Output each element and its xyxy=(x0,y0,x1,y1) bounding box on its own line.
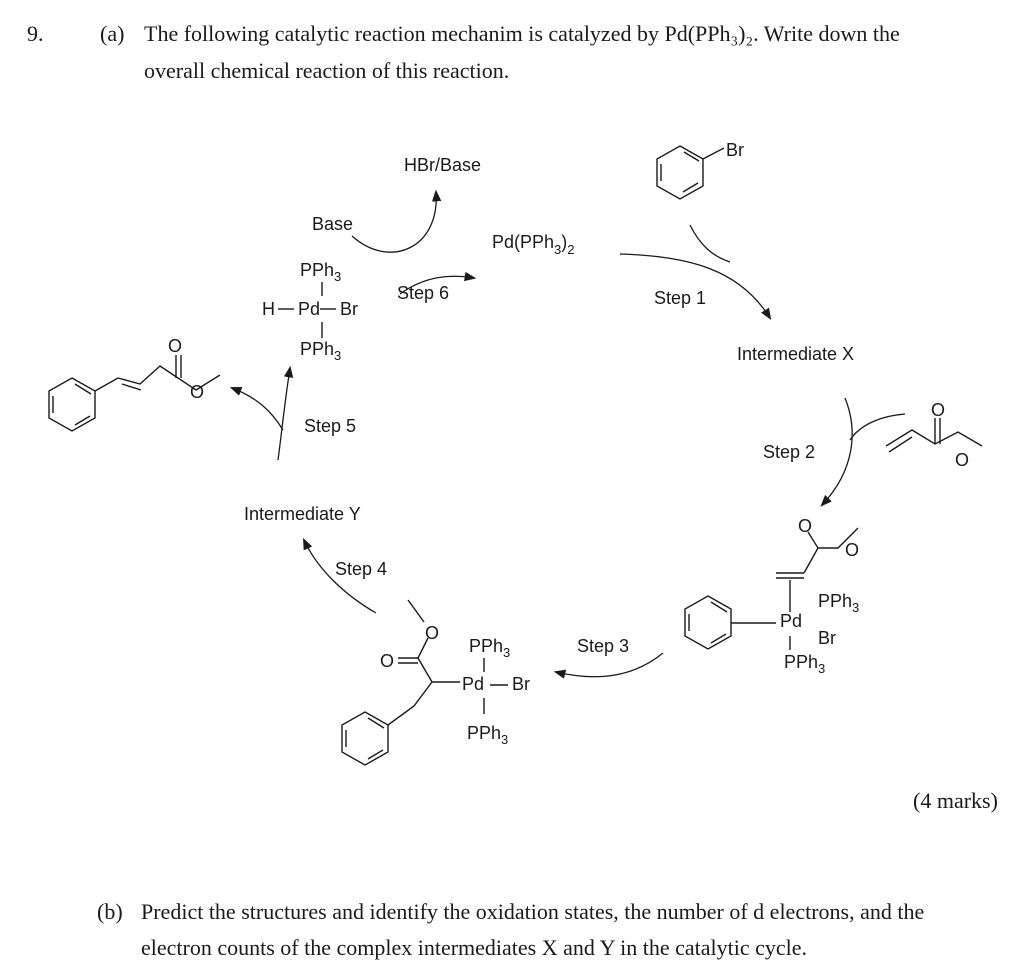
step3-label: Step 3 xyxy=(577,636,629,656)
svg-text:H: H xyxy=(262,299,275,319)
step6-base-arrow xyxy=(351,189,442,253)
bromobenzene-structure: Br xyxy=(656,140,744,200)
svg-text:O: O xyxy=(931,400,945,420)
hbr-base-label: HBr/Base xyxy=(404,155,481,175)
svg-text:O: O xyxy=(380,651,394,671)
methyl-acrylate-structure: O O xyxy=(885,400,983,470)
step4-arrow xyxy=(303,537,377,614)
svg-text:Br: Br xyxy=(818,628,836,648)
step1-arrow xyxy=(619,253,772,320)
svg-text:Pd: Pd xyxy=(462,674,484,694)
step5-label: Step 5 xyxy=(304,416,356,436)
svg-text:Br: Br xyxy=(726,140,744,160)
part-b-line2: electron counts of the complex intermedi… xyxy=(141,935,808,960)
svg-text:PPh3: PPh3 xyxy=(469,636,510,660)
svg-text:O: O xyxy=(955,450,969,470)
hydrido-pd-complex-structure: PPh3 H Pd Br PPh3 xyxy=(262,260,358,363)
part-a-line1: The following catalytic reaction mechani… xyxy=(144,21,900,46)
svg-text:PPh3: PPh3 xyxy=(784,652,825,676)
step2-label: Step 2 xyxy=(763,442,815,462)
step5-product-arrow xyxy=(229,386,284,431)
step2-arrow xyxy=(820,397,853,507)
svg-text:Br: Br xyxy=(512,674,530,694)
step3-arrow xyxy=(553,652,664,679)
part-b-label: (b) xyxy=(97,899,123,924)
svg-text:PPh3: PPh3 xyxy=(300,339,341,363)
intermediate-x-label: Intermediate X xyxy=(737,344,854,364)
pd-alkene-complex-structure: O O Pd PPh3 Br PPh3 xyxy=(684,516,859,676)
svg-text:PPh3: PPh3 xyxy=(818,591,859,615)
svg-text:O: O xyxy=(845,540,859,560)
base-label: Base xyxy=(312,214,353,234)
svg-text:Pd: Pd xyxy=(298,299,320,319)
svg-text:Pd: Pd xyxy=(780,611,802,631)
question-number: 9. xyxy=(27,21,44,46)
svg-text:O: O xyxy=(190,382,204,402)
step6-arrow xyxy=(399,271,477,295)
svg-text:O: O xyxy=(425,623,439,643)
step1-incoming-curve xyxy=(689,224,731,263)
step2-incoming-curve xyxy=(849,413,906,441)
part-a-label: (a) xyxy=(100,21,125,46)
intermediate-y-label: Intermediate Y xyxy=(244,504,361,524)
alkyl-pd-complex-structure: O O PPh3 Pd Br PPh3 xyxy=(341,599,530,766)
step6-label: Step 6 xyxy=(397,283,449,303)
marks: (4 marks) xyxy=(913,788,998,813)
part-b-line1: Predict the structures and identify the … xyxy=(141,899,925,924)
catalyst-label: Pd(PPh3)2 xyxy=(492,232,575,257)
svg-text:PPh3: PPh3 xyxy=(467,723,508,747)
step1-label: Step 1 xyxy=(654,288,706,308)
svg-text:PPh3: PPh3 xyxy=(300,260,341,284)
step4-label: Step 4 xyxy=(335,559,387,579)
svg-text:Br: Br xyxy=(340,299,358,319)
svg-text:O: O xyxy=(168,336,182,356)
part-a-line2: overall chemical reaction of this reacti… xyxy=(144,58,510,83)
methyl-cinnamate-structure: O O xyxy=(48,336,221,432)
step5-arrow xyxy=(277,365,294,461)
svg-text:O: O xyxy=(798,516,812,536)
